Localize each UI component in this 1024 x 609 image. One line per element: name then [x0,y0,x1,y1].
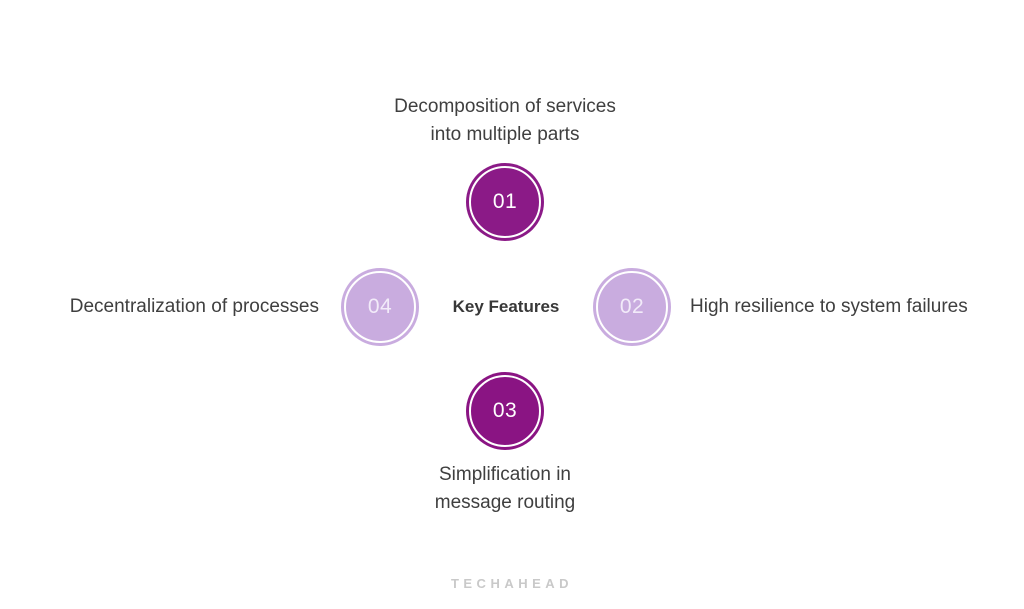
feature-number-04: 04 [367,295,393,318]
feature-number-01: 01 [492,190,518,213]
feature-label-line: into multiple parts [430,124,580,145]
feature-label-decomposition: Decomposition of services into multiple … [305,93,705,149]
feature-label-line: Decomposition of services [394,96,616,117]
feature-circle-02: 02 [593,268,671,346]
feature-label-line: Simplification in [439,464,571,485]
feature-circle-03: 03 [466,372,544,450]
feature-label-line: message routing [434,492,576,513]
feature-circle-04: 04 [341,268,419,346]
techahead-logo: TECHAHEAD [450,576,574,591]
feature-number-02: 02 [619,295,645,318]
feature-label-line: Decentralization of processes [69,296,319,317]
feature-label-line: High resilience to system failures [690,296,968,317]
feature-label-resilience: High resilience to system failures [690,293,1020,321]
feature-label-simplification: Simplification in message routing [305,461,705,517]
feature-label-decentralization: Decentralization of processes [0,293,319,321]
center-title: Key Features [452,297,560,316]
feature-circle-01: 01 [466,163,544,241]
feature-number-03: 03 [492,399,518,422]
